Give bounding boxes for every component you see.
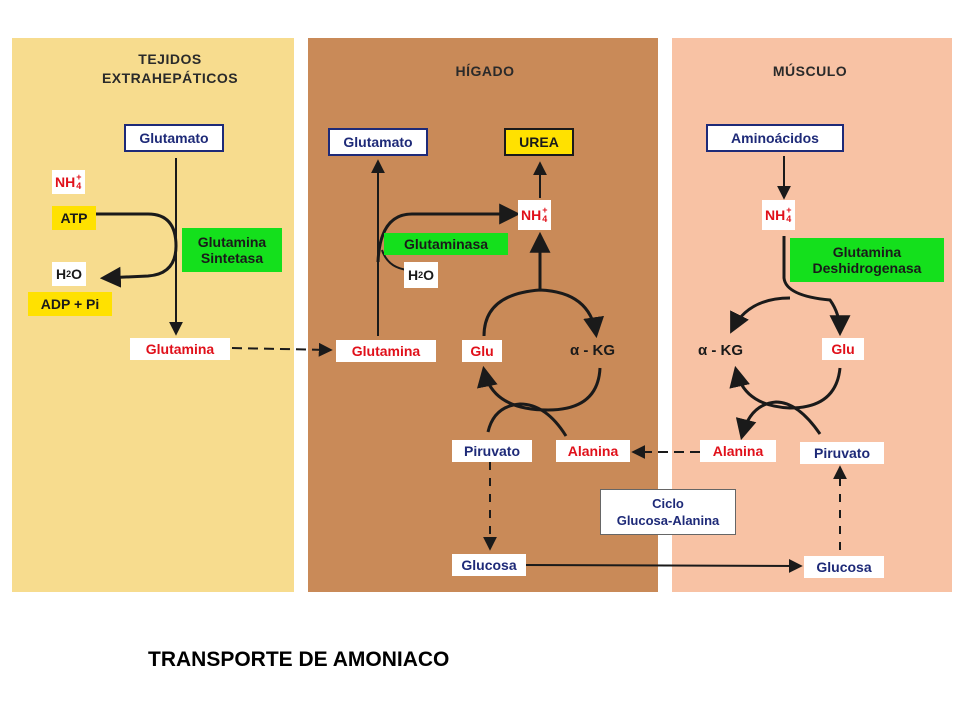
muscle-nh4-label: NH+4 — [762, 200, 795, 230]
liver-piruvato-label: Piruvato — [452, 440, 532, 462]
arrow-muscle-cycle-top — [730, 296, 791, 334]
cycle-line2: Glucosa-Alanina — [616, 513, 720, 528]
arrow-glucosa-transport — [525, 558, 803, 573]
adp-pi-label: ADP + Pi — [28, 292, 112, 316]
glutamina-deshidrogenasa-line2: Deshidrogenasa — [812, 260, 922, 276]
extra-nh4-label: NH+4 — [52, 170, 85, 194]
glutamina-sintetasa-enzyme: Glutamina Sintetasa — [182, 228, 282, 272]
glutamina-deshidrogenasa-enzyme: Glutamina Deshidrogenasa — [790, 238, 944, 282]
liver-glutamato-box: Glutamato — [328, 128, 428, 156]
extrahepatic-title: TEJIDOS EXTRAHEPÁTICOS — [80, 50, 260, 88]
aminoacidos-label: Aminoácidos — [731, 130, 819, 146]
arrow-alanina-to-piruvato — [486, 402, 568, 437]
liver-glutamato-label: Glutamato — [343, 134, 413, 150]
extrahepatic-title-line1: TEJIDOS — [138, 51, 202, 67]
muscle-glu-label: Glu — [822, 338, 864, 360]
glucose-alanine-cycle-box: Ciclo Glucosa-Alanina — [600, 489, 736, 535]
liver-h2o-tail: O — [423, 267, 435, 283]
arrow-muscle-cycle-in — [782, 236, 851, 337]
extra-glutamato-label: Glutamato — [139, 130, 209, 146]
liver-alanina-label: Alanina — [556, 440, 630, 462]
arrow-atp-curve — [96, 212, 178, 288]
page-caption: TRANSPORTE DE AMONIACO — [148, 648, 450, 671]
glutamina-sintetasa-line2: Sintetasa — [200, 250, 264, 266]
glutamina-deshidrogenasa-line1: Glutamina — [832, 244, 902, 260]
extrahepatic-title-line2: EXTRAHEPÁTICOS — [101, 70, 239, 86]
muscle-glucosa-label: Glucosa — [804, 556, 884, 578]
urea-label: UREA — [519, 134, 559, 150]
liver-glucosa-text: Glucosa — [461, 557, 517, 573]
arrow-liver-cycle-bottom — [477, 365, 602, 412]
liver-nh4-text: NH — [521, 207, 542, 223]
liver-glutamina-label: Glutamina — [336, 340, 436, 362]
glutamina-sintetasa-line1: Glutamina — [197, 234, 267, 250]
atp-text: ATP — [60, 210, 88, 226]
liver-glutamina-text: Glutamina — [351, 343, 421, 359]
liver-glu-label: Glu — [462, 340, 502, 362]
extra-h2o-text: H — [55, 266, 67, 282]
urea-box: UREA — [504, 128, 574, 156]
adp-pi-text: ADP + Pi — [40, 296, 100, 312]
extra-glutamina-text: Glutamina — [145, 341, 215, 357]
cycle-line1: Ciclo — [652, 496, 684, 511]
liver-akg-label: α - KG — [570, 342, 616, 359]
liver-piruvato-text: Piruvato — [463, 443, 520, 459]
aminoacidos-box: Aminoácidos — [706, 124, 844, 152]
arrow-liver-cycle-top — [482, 288, 605, 339]
liver-glu-text: Glu — [470, 343, 494, 359]
muscle-nh4-text: NH — [765, 207, 786, 223]
liver-alanina-text: Alanina — [567, 443, 619, 459]
liver-nh4-label: NH+4 — [518, 200, 551, 230]
liver-title: HÍGADO — [455, 63, 515, 79]
muscle-alanina-label: Alanina — [700, 440, 776, 462]
atp-label: ATP — [52, 206, 96, 230]
extra-h2o-tail: O — [71, 266, 83, 282]
arrow-glutaminasa-nh4 — [376, 203, 521, 263]
muscle-glu-text: Glu — [831, 341, 855, 357]
liver-h2o-text: H — [407, 267, 419, 283]
muscle-alanina-text: Alanina — [712, 443, 764, 459]
extra-nh4-text: NH — [55, 174, 76, 190]
muscle-piruvato-label: Piruvato — [800, 442, 884, 464]
muscle-title: MÚSCULO — [772, 63, 848, 79]
muscle-akg-label: α - KG — [698, 342, 744, 359]
extra-glutamina-label: Glutamina — [130, 338, 230, 360]
arrow-glutamina-transport — [231, 342, 333, 357]
muscle-glucosa-text: Glucosa — [816, 559, 872, 575]
extra-glutamato-box: Glutamato — [124, 124, 224, 152]
muscle-piruvato-text: Piruvato — [813, 445, 870, 461]
glutaminasa-label: Glutaminasa — [403, 236, 489, 252]
arrow-muscle-cycle-right — [729, 365, 842, 410]
glutaminasa-enzyme: Glutaminasa — [384, 233, 508, 255]
arrow-glu-to-alanina — [735, 400, 822, 441]
liver-glucosa-label: Glucosa — [452, 554, 526, 576]
